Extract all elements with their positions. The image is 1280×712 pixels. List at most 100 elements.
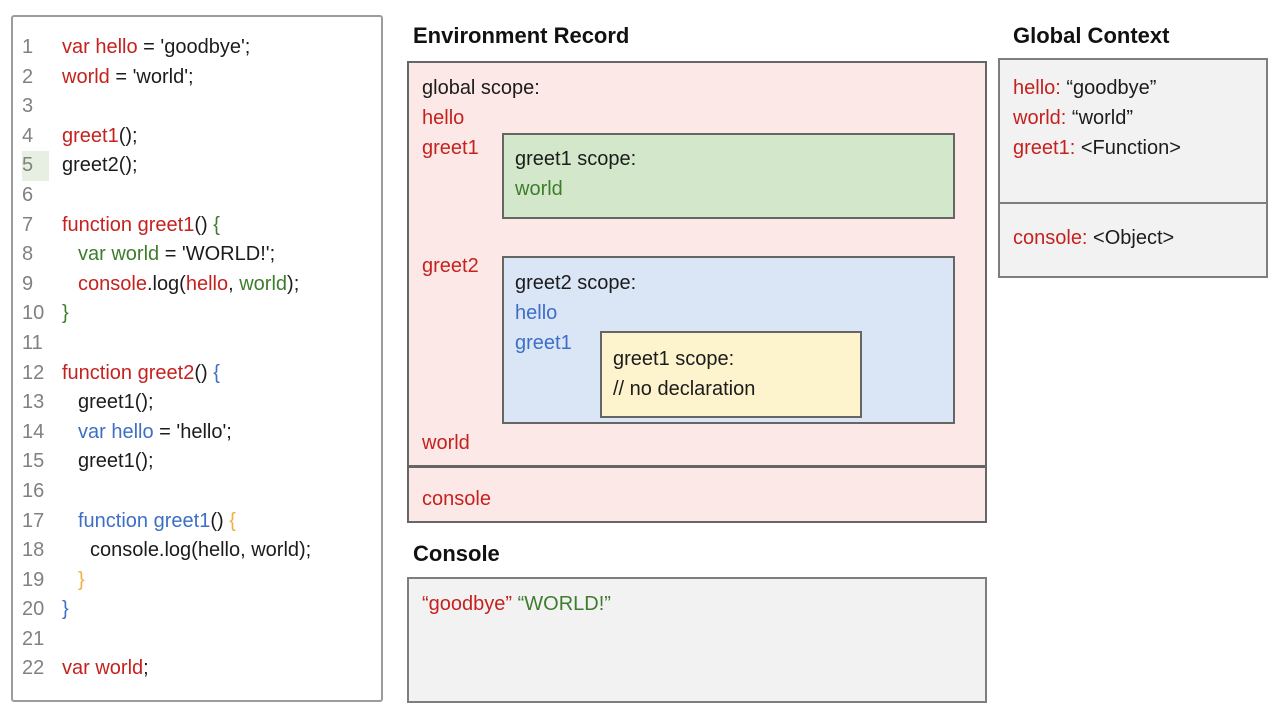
greet2-var-hello: hello (515, 302, 558, 324)
code-text: function greet2() { (53, 359, 220, 389)
console-heading: Console (413, 541, 500, 566)
text-segment: greet1: (1013, 137, 1076, 159)
code-token: { (229, 509, 236, 532)
global-scope-box: global scope: hello greet1 greet2 world … (407, 61, 987, 467)
code-token: { (213, 361, 220, 384)
greet1-scope-label: greet1 scope: (515, 148, 637, 170)
code-line: 16 (13, 477, 381, 507)
code-text: } (53, 566, 85, 596)
text-segment: <Object> (1087, 227, 1175, 249)
code-token: var hello (78, 420, 154, 443)
code-text: } (53, 595, 69, 625)
line-number: 21 (22, 627, 45, 650)
code-text: var hello = 'hello'; (53, 418, 232, 448)
code-token: ); (287, 272, 300, 295)
line-number: 14 (22, 420, 45, 443)
code-line: 1 var hello = 'goodbye'; (13, 33, 381, 63)
code-text (53, 181, 62, 211)
text-segment: “goodbye” (1060, 77, 1157, 99)
inner-greet1-comment: // no declaration (613, 378, 756, 400)
line-number: 15 (22, 450, 45, 473)
code-token: greet1(); (78, 450, 154, 473)
code-line: 9 console.log(hello, world); (13, 270, 381, 300)
line-number: 8 (22, 243, 34, 266)
code-token: function greet1 (62, 213, 195, 236)
code-token: function greet2 (62, 361, 195, 384)
greet2-scope-label: greet2 scope: (515, 272, 637, 294)
inner-greet1-scope-label: greet1 scope: (613, 348, 735, 370)
line-number: 9 (22, 272, 34, 295)
line-number: 16 (22, 479, 45, 502)
console-output-line: “goodbye” “WORLD!” (422, 592, 611, 616)
global-var-greet1: greet1 (422, 137, 479, 159)
code-text: greet1(); (53, 388, 154, 418)
code-line: 4 greet1(); (13, 122, 381, 152)
code-token: world (239, 272, 288, 295)
console-scope-box: console (407, 466, 987, 523)
code-line: 22 var world; (13, 654, 381, 684)
text-segment: “world” (1066, 107, 1134, 129)
code-line: 17 function greet1() { (13, 507, 381, 537)
code-line: 12 function greet2() { (13, 359, 381, 389)
code-token: = 'WORLD!'; (159, 243, 276, 266)
code-text: var hello = 'goodbye'; (53, 33, 250, 63)
code-text: } (53, 299, 69, 329)
line-number: 7 (22, 213, 34, 236)
line-number: 22 (22, 657, 45, 680)
code-token: greet1 (62, 124, 119, 147)
code-token: ; (143, 657, 149, 680)
text-segment: world: (1013, 107, 1067, 129)
line-number: 13 (22, 391, 45, 414)
code-line: 14 var hello = 'hello'; (13, 418, 381, 448)
code-line: 15 greet1(); (13, 447, 381, 477)
code-line: 3 (13, 92, 381, 122)
code-token: , (228, 272, 240, 295)
line-number: 17 (22, 509, 45, 532)
global-context-heading: Global Context (1013, 23, 1170, 48)
global-scope-label: global scope: (422, 77, 540, 99)
code-line: 11 (13, 329, 381, 359)
greet2-scope-box: greet2 scope: hello greet1 greet1 scope:… (502, 256, 955, 424)
line-number: 12 (22, 361, 45, 384)
code-text: greet1(); (53, 122, 138, 152)
code-token: () (194, 213, 214, 236)
code-token: = 'world'; (109, 65, 194, 88)
code-token: console.log(hello, world); (90, 539, 312, 562)
code-line: 21 (13, 625, 381, 655)
code-line: 6 (13, 181, 381, 211)
environment-record-heading: Environment Record (413, 23, 630, 48)
code-line: 19} (13, 566, 381, 596)
code-token: } (78, 568, 85, 591)
line-number: 11 (22, 331, 43, 354)
line-number: 19 (22, 568, 45, 591)
code-token: .log( (146, 272, 186, 295)
gc-entry-world: world: “world” (1013, 106, 1133, 130)
line-number: 1 (22, 36, 34, 58)
code-line: 10} (13, 299, 381, 329)
code-text (53, 477, 62, 507)
line-number: 4 (22, 124, 34, 147)
code-token: } (62, 302, 69, 325)
line-number: 18 (22, 539, 45, 562)
code-token: = 'goodbye'; (137, 36, 251, 58)
global-var-console: console (422, 488, 491, 510)
code-token: () (210, 509, 230, 532)
code-token: var world (78, 243, 160, 266)
code-text: greet1(); (53, 447, 154, 477)
code-token: function greet1 (78, 509, 211, 532)
code-token: { (213, 213, 220, 236)
code-text: console.log(hello, world); (53, 270, 299, 300)
line-number: 10 (22, 302, 45, 325)
gc-entry-console: console: <Object> (1013, 226, 1174, 250)
code-text: greet2(); (53, 151, 138, 181)
code-token: () (194, 361, 214, 384)
code-text: function greet1() { (53, 507, 236, 537)
code-token: world (62, 65, 110, 88)
code-token: greet2(); (62, 154, 138, 177)
gc-entry-hello: hello: “goodbye” (1013, 76, 1156, 100)
code-token: var world (62, 657, 144, 680)
global-var-greet2: greet2 (422, 255, 479, 277)
